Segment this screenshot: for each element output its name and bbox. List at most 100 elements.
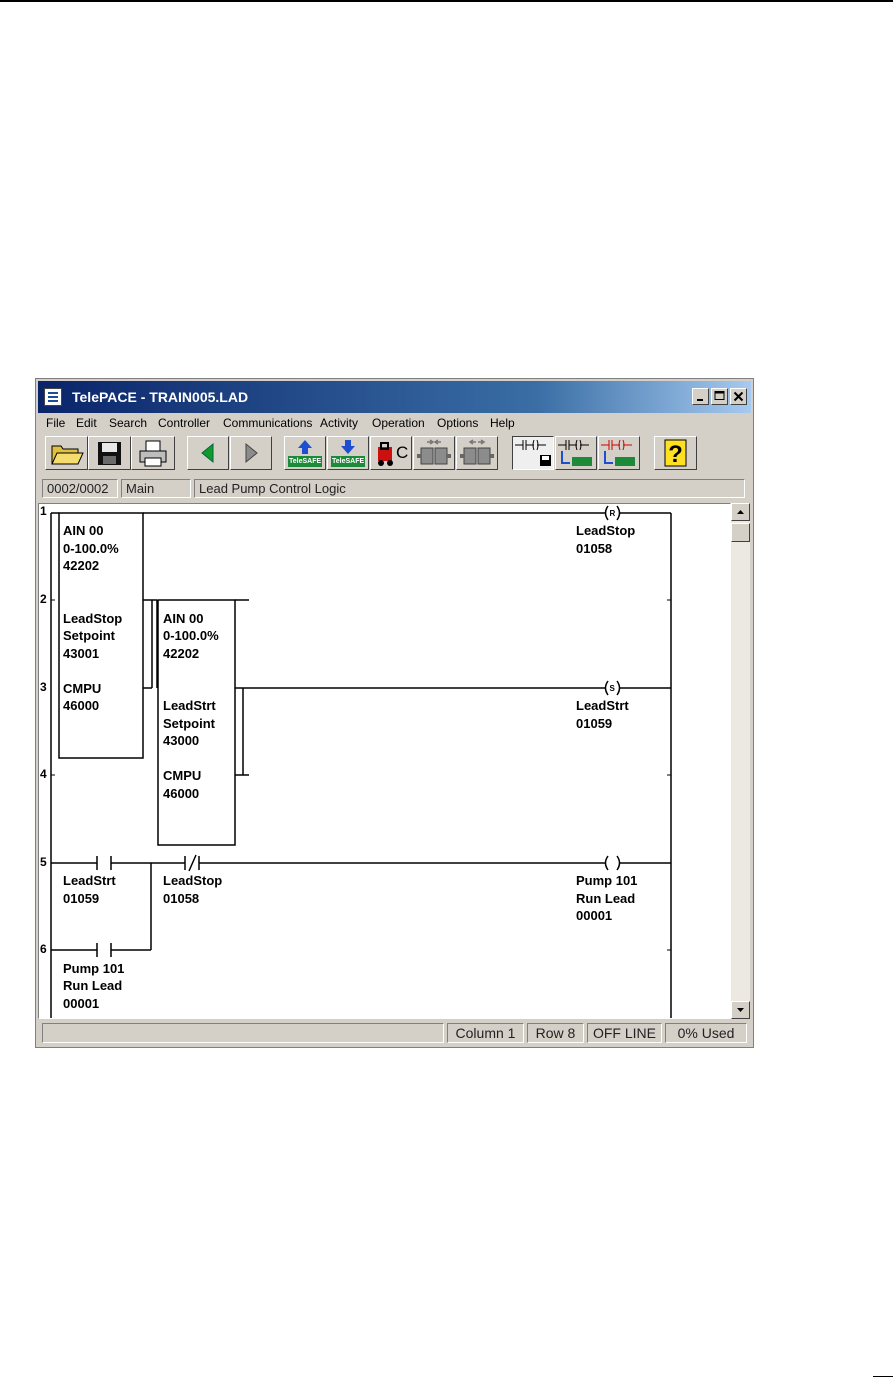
block2-line-3: 42202 [163, 646, 200, 661]
block1-line-7: CMPU [63, 681, 102, 696]
upload-arrow-icon [288, 440, 322, 467]
scroll-down-button[interactable] [731, 1001, 750, 1019]
page-bottom-rule [873, 1376, 893, 1377]
contact3-line-3: 00001 [63, 996, 100, 1011]
coil3-line-1: Pump 101 [576, 873, 638, 888]
back-arrow-icon [201, 442, 214, 464]
c-label: C [396, 443, 409, 462]
ladder-write-icon [601, 439, 635, 466]
vertical-scrollbar[interactable] [731, 503, 750, 1019]
scroll-up-arrow-icon [737, 510, 744, 514]
block2-line-8: 46000 [163, 786, 200, 801]
menu-controller[interactable]: Controller [158, 416, 211, 430]
app-icon[interactable] [44, 388, 62, 406]
maximize-icon [714, 391, 725, 400]
c-program-button[interactable]: C [370, 436, 412, 470]
rung-position-field: 0002/0002 [42, 479, 118, 498]
contact3-line-2: Run Lead [63, 978, 123, 993]
scroll-up-button[interactable] [731, 503, 750, 521]
disconnect-button[interactable] [456, 436, 498, 470]
forward-arrow-icon [245, 442, 258, 464]
write-to-telesafe-button[interactable]: TeleSAFE [327, 436, 369, 470]
network-description-field: Lead Pump Control Logic [194, 479, 745, 498]
help-button[interactable]: ? [654, 436, 697, 470]
help-question-icon: ? [664, 439, 687, 468]
close-icon [733, 391, 744, 402]
menu-edit[interactable]: Edit [76, 416, 97, 430]
window-title: TelePACE - TRAIN005.LAD [72, 389, 249, 405]
open-button[interactable] [45, 436, 88, 470]
print-button[interactable] [131, 436, 175, 470]
menu-options[interactable]: Options [437, 416, 479, 430]
save-button[interactable] [88, 436, 131, 470]
network-name-field: Main [121, 479, 191, 498]
maximize-button[interactable] [711, 388, 728, 405]
disconnect-plug-icon [460, 439, 494, 465]
rung-number: 5 [40, 855, 47, 869]
rung-number: 3 [40, 680, 47, 694]
block1-line-4: LeadStop [63, 611, 123, 626]
title-bar[interactable]: TelePACE - TRAIN005.LAD [38, 381, 751, 413]
contact2-name: LeadStop [163, 873, 223, 888]
forklift-icon [378, 442, 393, 466]
svg-text:?: ? [668, 441, 683, 468]
menu-help[interactable]: Help [490, 416, 515, 430]
status-row: Row 8 [527, 1023, 584, 1043]
menu-file[interactable]: File [46, 416, 66, 430]
menu-activity[interactable]: Activity [320, 416, 359, 430]
telesafe-read-label: TeleSAFE [289, 458, 322, 465]
contact3-line-1: Pump 101 [63, 961, 125, 976]
printer-icon [139, 440, 167, 467]
next-button[interactable] [230, 436, 272, 470]
info-bar: 0002/0002 Main Lead Pump Control Logic [40, 478, 749, 499]
block2-line-5: Setpoint [163, 716, 215, 731]
close-button[interactable] [730, 388, 747, 405]
telesafe-write-label: TeleSAFE [332, 458, 365, 465]
ladder-editor[interactable]: R S 1 2 3 4 5 6 AIN 00 0-100.0% 42202 Le… [38, 503, 731, 1019]
contact2-address: 01058 [163, 891, 200, 906]
coil3-line-2: Run Lead [576, 891, 636, 906]
block1-line-5: Setpoint [63, 628, 115, 643]
menu-communications[interactable]: Communications [223, 416, 313, 430]
page-top-rule [0, 0, 893, 2]
menu-operation[interactable]: Operation [372, 416, 425, 430]
read-from-telesafe-button[interactable]: TeleSAFE [284, 436, 326, 470]
svg-text:R: R [610, 509, 616, 518]
minimize-icon [697, 399, 703, 401]
coil2-name: LeadStrt [576, 698, 629, 713]
block1-line-2: 0-100.0% [63, 541, 119, 556]
block1-line-8: 46000 [63, 698, 100, 713]
previous-button[interactable] [187, 436, 229, 470]
ladder-read-button[interactable] [555, 436, 597, 470]
coil2-address: 01059 [576, 716, 613, 731]
telepace-window: TelePACE - TRAIN005.LAD File Edit Search… [35, 378, 754, 1048]
coil3-line-3: 00001 [576, 908, 613, 923]
connect-plug-icon [417, 439, 451, 465]
block1-line-6: 43001 [63, 646, 100, 661]
status-column: Column 1 [447, 1023, 524, 1043]
contact1-name: LeadStrt [63, 873, 116, 888]
scroll-thumb[interactable] [731, 523, 750, 542]
ladder-save-button[interactable] [512, 436, 554, 470]
connect-button[interactable] [413, 436, 455, 470]
rung-number: 1 [40, 504, 47, 518]
block2-line-4: LeadStrt [163, 698, 216, 713]
rung-number: 4 [40, 767, 47, 781]
download-arrow-icon [331, 440, 365, 467]
contact1-address: 01059 [63, 891, 100, 906]
status-mode: OFF LINE [587, 1023, 662, 1043]
block1-line-1: AIN 00 [63, 523, 104, 538]
rung-number: 6 [40, 942, 47, 956]
save-disk-icon [98, 442, 121, 465]
status-message-field [42, 1023, 444, 1043]
menu-search[interactable]: Search [109, 416, 148, 430]
ladder-write-button[interactable] [598, 436, 640, 470]
ladder-diagram: R S [50, 505, 672, 1018]
block1-line-3: 42202 [63, 558, 100, 573]
status-used: 0% Used [665, 1023, 747, 1043]
block2-line-1: AIN 00 [163, 611, 204, 626]
block2-line-7: CMPU [163, 768, 202, 783]
minimize-button[interactable] [692, 388, 709, 405]
ladder-save-icon [515, 439, 551, 466]
toolbar: TeleSAFE TeleSAFE C [40, 433, 749, 473]
